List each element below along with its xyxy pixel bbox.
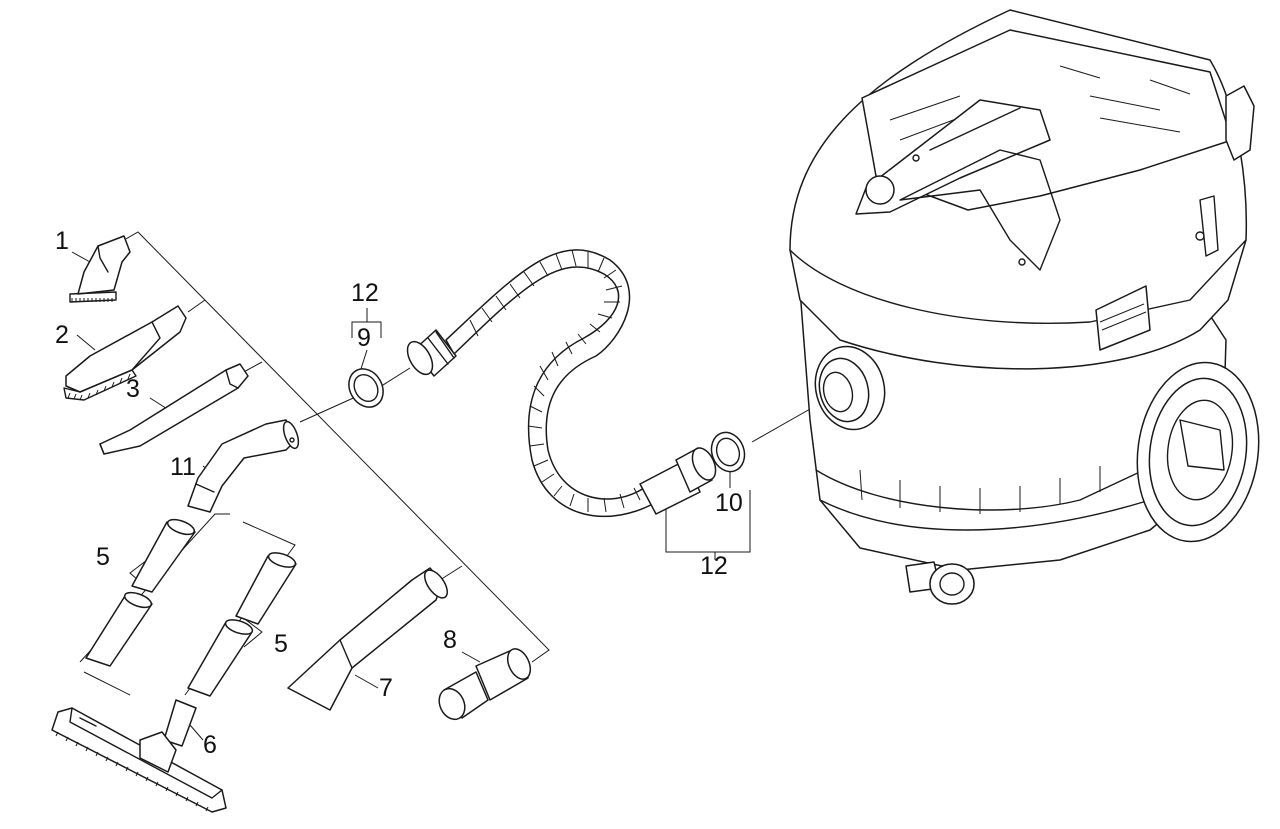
- suction-hose-icon: [406, 249, 717, 518]
- label-part-12-bottom: 12: [700, 552, 728, 580]
- label-part-1: 1: [55, 227, 69, 255]
- label-part-3: 3: [126, 375, 140, 403]
- label-part-10: 10: [715, 489, 743, 517]
- hose-clamp-icon: [348, 368, 384, 408]
- label-part-12-top: 12: [351, 279, 379, 307]
- label-part-8: 8: [443, 626, 457, 654]
- label-part-5-left: 5: [96, 543, 110, 571]
- upholstery-brush-icon: [63, 305, 187, 401]
- extension-tube-left-icon: [85, 518, 196, 667]
- part-labels: 1 2 3 5 5 6 7 8 9 10 11 12 12: [55, 227, 743, 759]
- sealing-ring-icon: [710, 431, 746, 473]
- label-part-6: 6: [203, 731, 217, 759]
- elbow-handle-icon: [187, 419, 300, 513]
- label-part-5-right: 5: [274, 630, 288, 658]
- label-part-9: 9: [357, 324, 371, 352]
- brush-nozzle-icon: [69, 235, 131, 303]
- leader-lines: [71, 231, 841, 741]
- extension-tube-right-icon: [187, 552, 297, 697]
- wide-nozzle-icon: [287, 567, 449, 711]
- label-part-2: 2: [55, 321, 69, 349]
- floor-nozzle-icon: [51, 699, 227, 813]
- adapter-sleeve-icon: [438, 648, 532, 721]
- vacuum-cleaner-icon: [789, 9, 1260, 605]
- label-part-11: 11: [170, 453, 196, 481]
- label-part-7: 7: [379, 674, 393, 702]
- crevice-nozzle-icon: [99, 363, 249, 455]
